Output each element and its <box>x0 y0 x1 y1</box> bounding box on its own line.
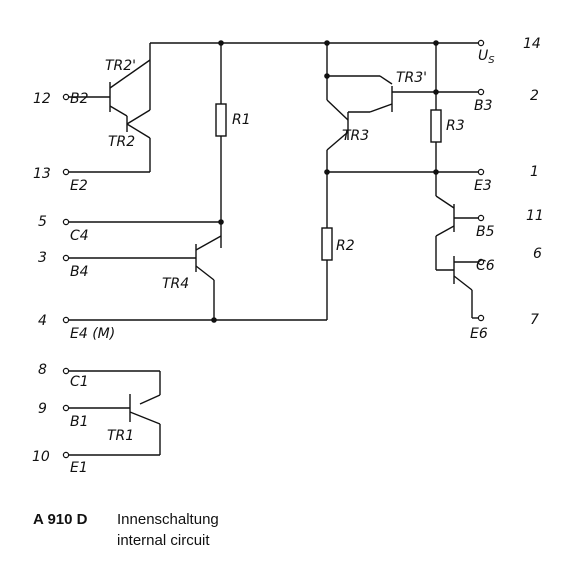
net-b5-label: B5 <box>476 224 495 240</box>
r3-label: R3 <box>446 118 465 134</box>
tr2-label: TR2 <box>108 134 135 150</box>
r2-label: R2 <box>336 238 355 254</box>
supply-rail <box>149 39 485 60</box>
net-b3-label: B3 <box>474 98 493 114</box>
net-us-label: US <box>478 48 495 66</box>
pin-7-label: 7 <box>530 312 539 328</box>
caption-line-2: internal circuit <box>117 532 210 549</box>
net-b1-label: B1 <box>70 414 89 430</box>
net-c6-label: C6 <box>476 258 495 274</box>
r3-tr5-tr6 <box>430 43 485 322</box>
pin-5-label: 5 <box>38 214 47 230</box>
pin-10-label: 10 <box>32 449 50 465</box>
pin-1-label: 1 <box>530 164 539 180</box>
pin-2-label: 2 <box>530 88 539 104</box>
tr3-label: TR3 <box>342 128 369 144</box>
net-e2-label: E2 <box>70 178 88 194</box>
net-b2-label: B2 <box>70 91 89 107</box>
tr2-prime-label: TR2' <box>105 58 136 74</box>
net-c1-label: C1 <box>70 374 89 390</box>
pin-11-label: 11 <box>526 208 544 224</box>
caption-part-number: A 910 D <box>33 511 88 528</box>
net-e1-label: E1 <box>70 460 88 476</box>
net-c4-label: C4 <box>70 228 89 244</box>
pin-8-label: 8 <box>38 362 47 378</box>
r1-tr4-branch <box>62 43 227 323</box>
tr4-label: TR4 <box>162 276 189 292</box>
net-e6-label: E6 <box>470 326 488 342</box>
pin-12-label: 12 <box>33 91 51 107</box>
tr3-prime-label: TR3' <box>396 70 427 86</box>
ground-line-e4 <box>62 316 327 324</box>
net-e4-label: E4 (M) <box>70 326 115 342</box>
tr1-label: TR1 <box>107 428 134 444</box>
pin-13-label: 13 <box>33 166 51 182</box>
caption-line-1: Innenschaltung <box>117 511 219 528</box>
darlington-tr3 <box>321 43 485 320</box>
pin-6-label: 6 <box>533 246 542 262</box>
net-e3-label: E3 <box>474 178 492 194</box>
r1-label: R1 <box>232 112 251 128</box>
pin-14-label: 14 <box>523 36 541 52</box>
pin-9-label: 9 <box>38 401 47 417</box>
transistor-tr1 <box>62 367 161 459</box>
darlington-tr2 <box>62 59 151 176</box>
net-b4-label: B4 <box>70 264 89 280</box>
pin-3-label: 3 <box>38 250 47 266</box>
pin-4-label: 4 <box>38 313 47 329</box>
